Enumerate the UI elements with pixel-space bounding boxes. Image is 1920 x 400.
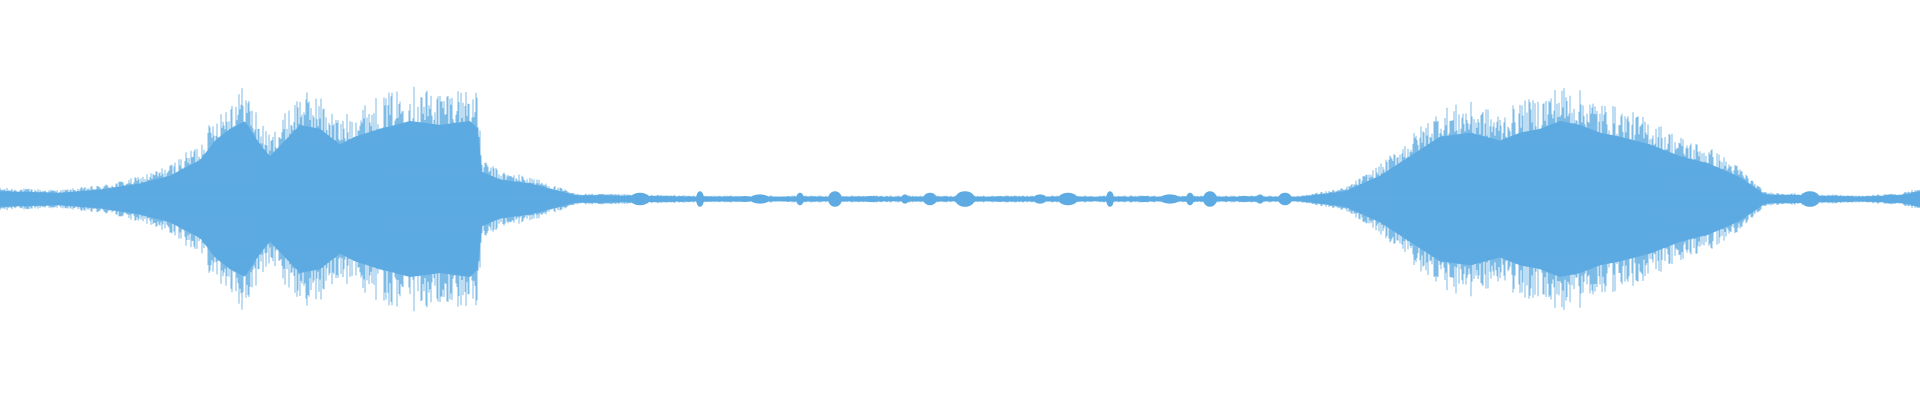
waveform (0, 86, 1920, 312)
